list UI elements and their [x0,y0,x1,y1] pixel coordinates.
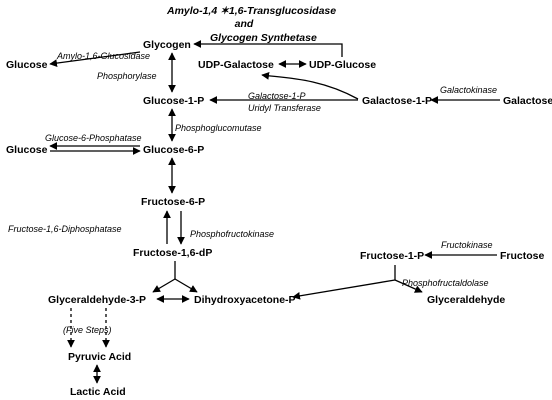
enzyme-glucose-6-phosphatase: Glucose-6-Phosphatase [45,133,142,143]
node-fructose-1-6-dp: Fructose-1,6-dP [133,247,212,259]
enzyme-phosphofructokinase: Phosphofructokinase [190,229,274,239]
enzyme-galactokinase: Galactokinase [440,85,497,95]
galactose1p-to-udpgalactose-curve [261,72,359,100]
enzyme-phosphofructaldolase: Phosphofructaldolase [402,278,489,288]
node-fructose: Fructose [500,250,545,262]
node-udp-glucose: UDP-Glucose [309,59,376,71]
node-galactose: Galactose [503,95,552,107]
node-lactic-acid: Lactic Acid [70,386,126,398]
enzyme-phosphoglucomutase: Phosphoglucomutase [175,123,262,133]
enzyme-amylo-1-6-glucosidase: Amylo-1,6-Glucosidase [56,51,150,61]
fructose1p-to-dhap-arrow [292,279,396,300]
split-to-dihydroxyacetonep-arrow [174,278,198,293]
glycogen-to-glucose-arrow [49,51,141,67]
enzyme-gal1p-uridyl-transferase-line-2: Uridyl Transferase [248,103,321,113]
node-pyruvic-acid: Pyruvic Acid [68,351,131,363]
header-line-1: Amylo-1,4 ✶1,6-Transglucosidase [166,5,336,17]
node-glucose-1-p: Glucose-1-P [143,95,204,107]
node-dihydroxyacetone-p: Dihydroxyacetone-P [194,294,296,306]
enzyme-gal1p-uridyl-transferase-line-1: Galactose-1-P [248,91,306,101]
split-to-glyceraldehyde3p-arrow [152,278,176,293]
node-glucose-top: Glucose [6,59,48,71]
node-glucose-6-p: Glucose-6-P [143,144,204,156]
fructose1p-to-glyceraldehyde-arrow [394,279,423,293]
enzyme-fructokinase: Fructokinase [441,240,493,250]
node-glyceraldehyde-3-p: Glyceraldehyde-3-P [48,294,146,306]
header-line-3: Glycogen Synthetase [210,32,317,44]
enzyme-fructose-1-6-diphosphatase: Fructose-1,6-Diphosphatase [8,224,122,234]
node-galactose-1-p: Galactose-1-P [362,95,432,107]
udpglucose-to-glycogen-arrow [193,40,343,57]
node-glucose-mid: Glucose [6,144,48,156]
node-glycogen: Glycogen [143,39,191,51]
node-glyceraldehyde: Glyceraldehyde [427,294,505,306]
node-fructose-6-p: Fructose-6-P [141,196,205,208]
header-line-2: and [235,18,254,30]
node-fructose-1-p: Fructose-1-P [360,250,424,262]
label-five-steps: (Five Steps) [63,325,112,335]
node-udp-galactose: UDP-Galactose [198,59,274,71]
enzyme-phosphorylase: Phosphorylase [97,71,157,81]
